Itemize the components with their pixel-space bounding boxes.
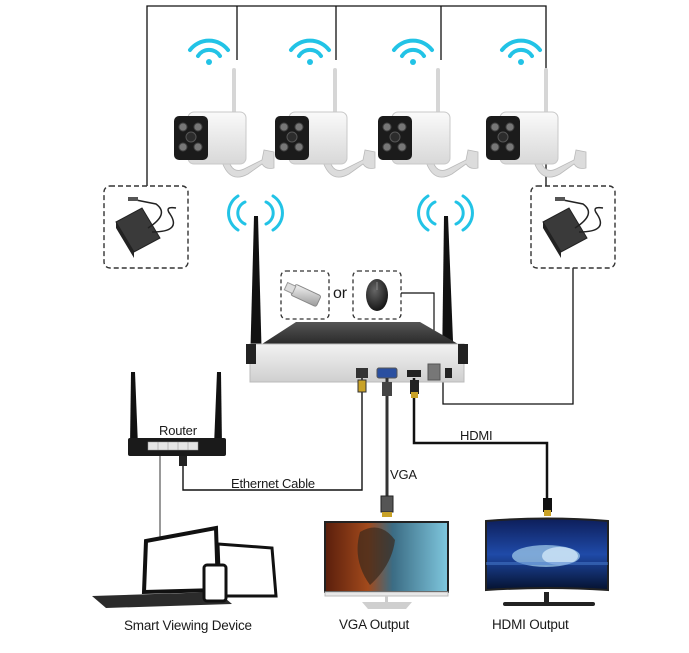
ethernet-cable-label: Ethernet Cable (231, 476, 315, 491)
wifi-icon (500, 38, 542, 65)
hdmi-monitor (485, 517, 609, 606)
laptop-base (92, 592, 232, 608)
mouse-icon (366, 279, 388, 311)
camera-antenna (232, 68, 236, 120)
vga-connector (380, 495, 394, 513)
dashed-box (352, 270, 402, 320)
nvr-signal-right-icon (417, 194, 474, 232)
hdmi-output-caption: HDMI Output (492, 617, 569, 632)
phone (202, 563, 228, 603)
vga-label: VGA (390, 467, 417, 482)
wifi-icon (188, 38, 230, 65)
usb-port (427, 363, 441, 381)
nvr-antenna-left (250, 216, 262, 366)
usb-flash-drive (280, 270, 330, 320)
power-adapter-right (530, 185, 616, 269)
camera-mount (425, 149, 479, 178)
router (128, 372, 226, 456)
dashed-box (280, 270, 330, 320)
hdmi-port (407, 370, 421, 377)
wifi-icon (289, 38, 331, 65)
nvr-signal-left-icon (227, 194, 284, 232)
accessory-separator: or (333, 285, 347, 302)
router-antenna-right (214, 372, 222, 446)
smart-viewing-device-caption: Smart Viewing Device (124, 618, 252, 633)
ethernet-port (356, 368, 368, 378)
camera-2 (275, 38, 376, 178)
mouse (352, 270, 402, 320)
nvr-top-panel (262, 322, 458, 344)
cables (159, 378, 552, 540)
vga-monitor (324, 521, 449, 609)
power-adapter-left (103, 185, 189, 269)
camera-mount (322, 149, 376, 178)
vga-monitor-stand (362, 602, 412, 609)
camera-4 (486, 38, 587, 178)
power-adapter-icon (115, 197, 177, 258)
camera-mount (533, 149, 587, 178)
camera-1 (174, 38, 275, 178)
dashed-box (530, 185, 616, 269)
smart-viewing-devices (92, 525, 278, 608)
power-adapter-icon (542, 197, 604, 258)
router-ports (147, 441, 199, 451)
wifi-icon (392, 38, 434, 65)
hdmi-connector (543, 498, 552, 512)
nvr (246, 216, 468, 383)
power-port (445, 368, 452, 378)
cameras (174, 38, 587, 178)
hdmi-cable (412, 378, 549, 500)
router-label: Router (159, 423, 197, 438)
nvr-antenna-right (442, 216, 454, 366)
ethernet-cable (182, 378, 363, 491)
router-antenna-left (130, 372, 138, 446)
power-line-nvr (442, 268, 574, 405)
camera-antenna (544, 68, 548, 120)
hdmi-label: HDMI (460, 428, 493, 443)
vga-port (376, 367, 398, 379)
camera-antenna (436, 68, 440, 120)
hdmi-monitor-stand (503, 602, 595, 606)
dashed-box (103, 185, 189, 269)
camera-3 (378, 38, 479, 178)
camera-mount (221, 149, 275, 178)
camera-antenna (333, 68, 337, 120)
vga-output-caption: VGA Output (339, 617, 410, 632)
